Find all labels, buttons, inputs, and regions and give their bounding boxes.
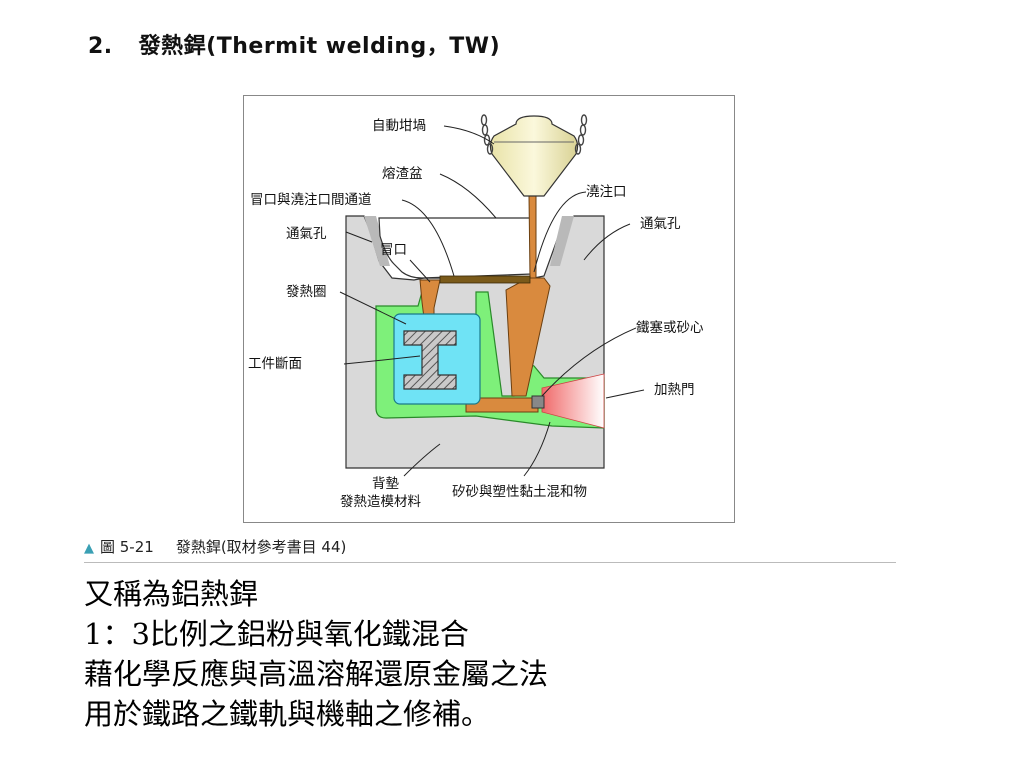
- pouring-gate-channel: [528, 195, 537, 279]
- body-text: 又稱為鋁熱銲 1：3比例之鋁粉與氧化鐵混合 藉化學反應與高溫溶解還原金屬之法 用…: [84, 574, 548, 734]
- crucible-chains: [480, 114, 588, 155]
- label-pouring-gate: 澆注口: [586, 184, 627, 200]
- riser-channel-bar: [439, 275, 531, 284]
- caption-figure-number: 圖 5-21: [100, 538, 154, 556]
- label-vent-left: 通氣孔: [286, 226, 327, 242]
- bottom-channel: [465, 397, 539, 413]
- label-riser: 冒口: [380, 242, 407, 258]
- label-crucible: 自動坩堝: [372, 118, 426, 134]
- i-beam-section: [403, 330, 457, 390]
- label-slag-basin: 熔渣盆: [382, 166, 423, 182]
- slag-basin: [378, 217, 533, 279]
- label-riser-channel: 冒口與澆注口間通道: [250, 192, 372, 208]
- body-line: 藉化學反應與高溫溶解還原金屬之法: [84, 657, 549, 691]
- heading-title: 發熱銲(Thermit welding，TW): [138, 34, 501, 59]
- vent-hole-right: [550, 216, 574, 266]
- thermit-welding-diagram: 自動坩堝 熔渣盆 冒口與澆注口間通道 澆注口 通氣孔 通氣孔 冒口 發熱圈 工件…: [243, 95, 735, 523]
- caption-marker-icon: ▲: [84, 541, 94, 556]
- label-plug: 鐵塞或砂心: [636, 319, 704, 336]
- label-vent-right: 通氣孔: [640, 216, 681, 232]
- pouring-gate-body: [505, 277, 551, 397]
- label-backing-1: 背墊: [372, 476, 399, 492]
- caption-text: 發熱銲(取材參考書目 44): [175, 538, 347, 556]
- label-heating-ring: 發熱圈: [286, 284, 327, 300]
- plug: [531, 395, 545, 409]
- label-sand-mix: 矽砂與塑性黏土混和物: [452, 484, 587, 500]
- body-line: 又稱為鋁熱銲: [84, 577, 259, 611]
- heading-number: 2.: [88, 34, 113, 59]
- caption-divider: [84, 562, 896, 563]
- vent-hole-left: [364, 216, 390, 266]
- leader-lines: [339, 125, 645, 477]
- label-workpiece-section: 工件斷面: [248, 356, 302, 372]
- body-line: 用於鐵路之鐵軌與機軸之修補。: [84, 697, 491, 731]
- crucible: [489, 115, 579, 197]
- body-line: 1：3比例之鋁粉與氧化鐵混合: [84, 617, 469, 651]
- figure-caption: ▲ 圖 5-21 發熱銲(取材參考書目 44): [84, 536, 346, 557]
- label-heating-gate: 加熱門: [654, 382, 695, 398]
- label-backing-2: 發熱造模材料: [340, 494, 421, 510]
- slide-heading: 2. 發熱銲(Thermit welding，TW): [88, 28, 500, 60]
